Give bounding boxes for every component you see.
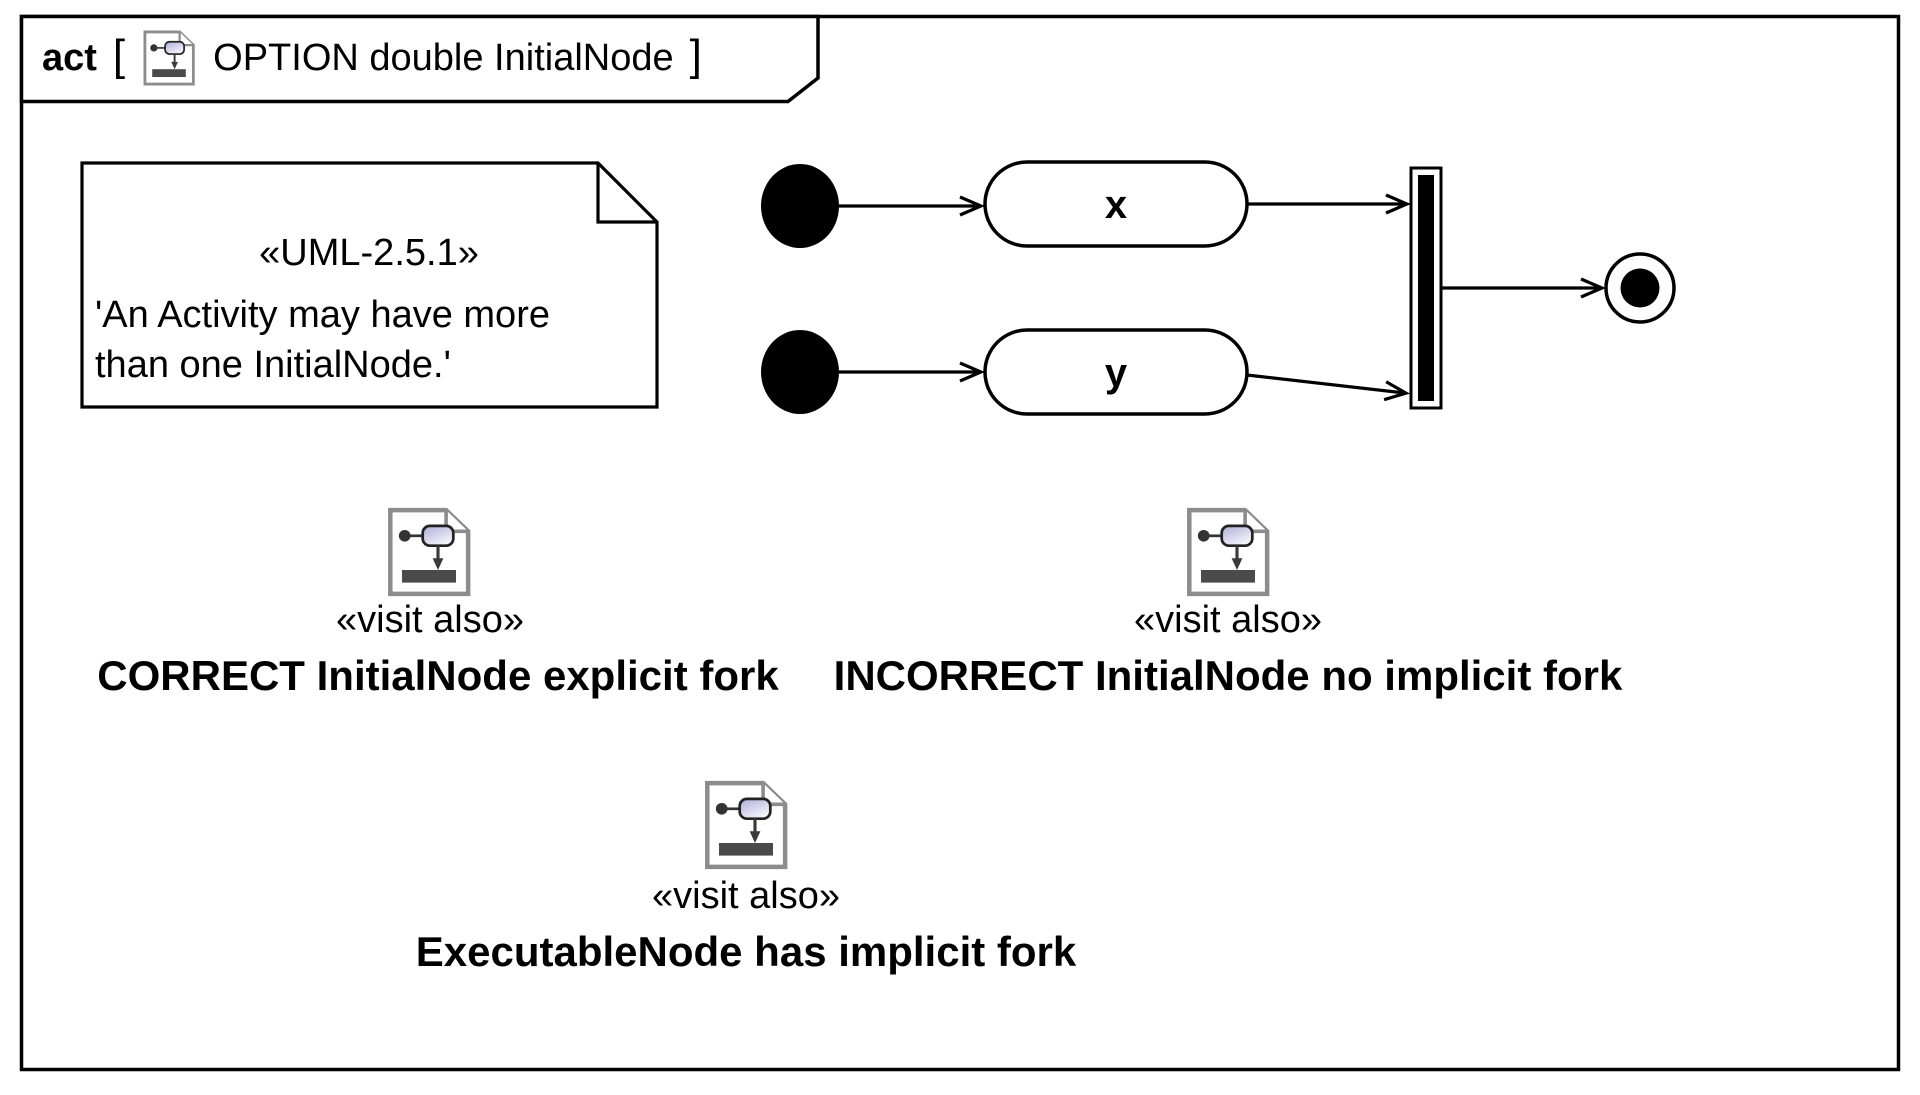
initial-node-1[interactable] [761, 164, 839, 248]
frame-title: OPTION double InitialNode [213, 36, 674, 79]
frame-close-bracket: ] [689, 31, 702, 80]
action-x-label: x [1104, 183, 1128, 227]
note-fold-corner [596, 163, 657, 224]
visit-also-stereotype: «visit also» [336, 599, 524, 641]
visit-also-stereotype: «visit also» [652, 875, 840, 917]
frame-name-tab [19, 14, 820, 104]
note-stereotype: «UML-2.5.1» [259, 232, 479, 274]
frame-open-bracket: [ [112, 31, 126, 80]
activity-diagram-icon[interactable] [390, 510, 468, 594]
action-node-y[interactable] [983, 328, 1249, 416]
frame-keyword: act [42, 36, 97, 79]
visit-also-stereotype: «visit also» [1134, 599, 1322, 641]
control-flow-y-to-join [1246, 373, 1405, 393]
visit-also-caption-incorrect-initialnode[interactable]: INCORRECT InitialNode no implicit fork [833, 652, 1623, 699]
activity-diagram-icon[interactable] [1189, 510, 1267, 594]
activity-diagram-icon[interactable] [707, 783, 785, 867]
action-y-label: y [1104, 351, 1128, 395]
visit-also-caption-correct-initialnode[interactable]: CORRECT InitialNode explicit fork [97, 652, 779, 699]
note-line-1: 'An Activity may have more [95, 294, 550, 336]
activity-diagram-icon [143, 30, 195, 86]
visit-also-caption-executablenode[interactable]: ExecutableNode has implicit fork [415, 928, 1077, 975]
uml-note-shape[interactable] [80, 161, 659, 409]
activity-final-node[interactable] [1604, 252, 1676, 324]
join-bar[interactable] [1409, 166, 1443, 410]
frame-header: act [ OPTION double InitialNode ] [42, 15, 702, 101]
initial-node-2[interactable] [761, 330, 839, 414]
note-line-2: than one InitialNode.' [95, 344, 451, 386]
note-text: 'An Activity may have more than one Initi… [95, 290, 550, 390]
